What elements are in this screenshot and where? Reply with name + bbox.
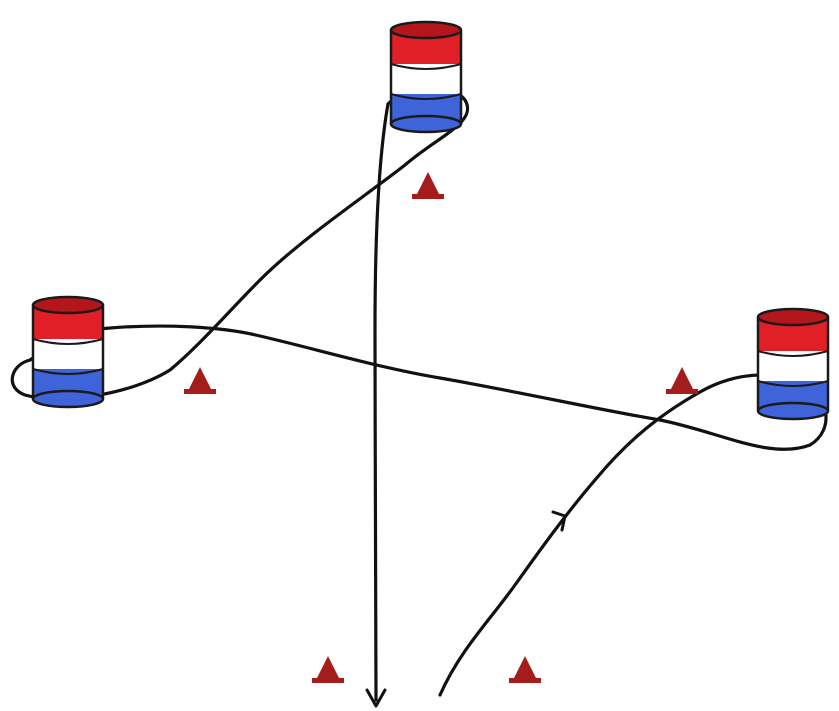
path-arrow-bottom <box>365 688 387 708</box>
path-return-segment <box>438 373 802 697</box>
cone-left <box>184 367 216 394</box>
right-barrel <box>756 307 830 421</box>
cone-top <box>412 172 444 199</box>
path-vertical-segment <box>373 102 390 702</box>
path-arrow-diagonal <box>551 510 567 532</box>
path-cross-segment <box>28 324 828 451</box>
cone-bottom-left <box>312 656 344 683</box>
cone-bottom-right <box>509 656 541 683</box>
top-barrel <box>389 20 463 134</box>
run-path <box>10 87 828 702</box>
left-barrel <box>31 295 105 409</box>
cone-right <box>666 367 698 394</box>
